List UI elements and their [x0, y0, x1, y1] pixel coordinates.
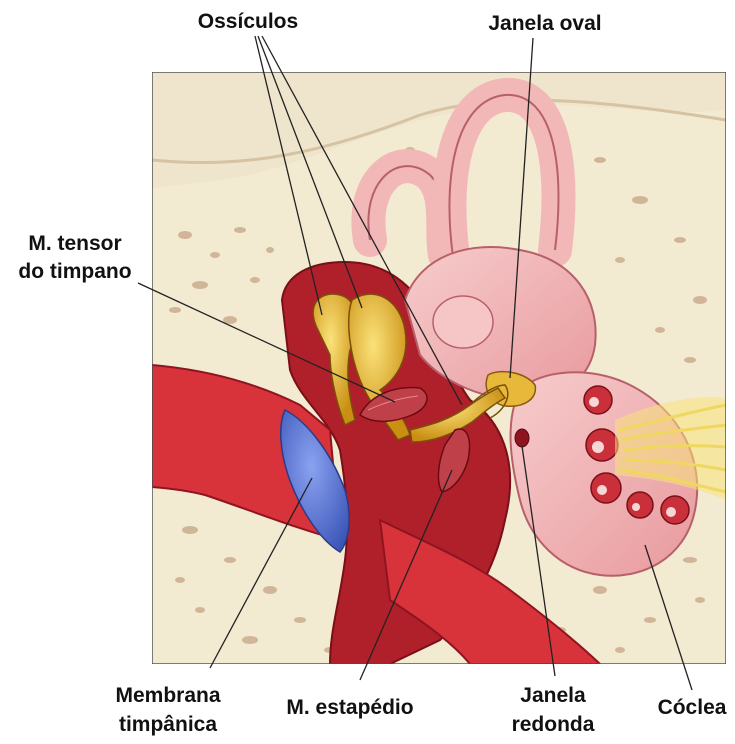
label-janela-oval: Janela oval [488, 12, 601, 35]
label-tensor-line1: M. tensor [28, 232, 121, 255]
label-redonda-line1: Janela [520, 684, 586, 707]
label-redonda-line2: redonda [512, 713, 595, 736]
label-membrana-line2: timpânica [119, 713, 217, 736]
label-coclea: Cóclea [658, 696, 727, 719]
label-membrana-line1: Membrana [115, 684, 220, 707]
label-ossiculos: Ossículos [198, 10, 298, 33]
label-estapedio: M. estapédio [286, 696, 413, 719]
illustration [152, 72, 726, 664]
round-window [515, 429, 529, 447]
label-tensor-line2: do timpano [18, 260, 131, 283]
